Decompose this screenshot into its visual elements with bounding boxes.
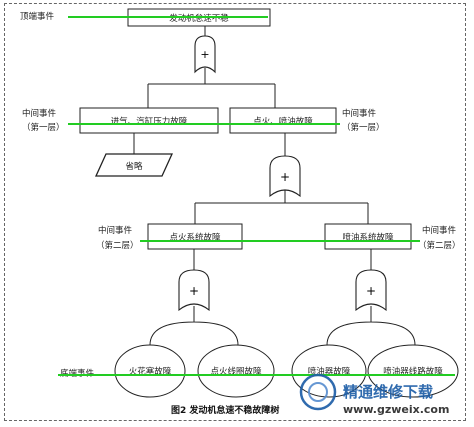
level2-left-box: [147, 223, 243, 250]
top-event-title: 发动机怠速不稳: [169, 13, 229, 24]
or-gate-3: +: [178, 269, 210, 312]
or-gate-4: +: [355, 269, 387, 312]
figure-caption: 图2 发动机怠速不稳故障树: [171, 404, 279, 416]
or-gate-2: +: [269, 155, 301, 198]
watermark-url: www.gzweix.com: [343, 403, 449, 416]
bottom-event-1: [114, 344, 186, 398]
level1-left-label-line2: （第一层）: [22, 122, 65, 133]
omitted-branch-box: [94, 153, 174, 177]
level1-right-box: [229, 107, 337, 134]
watermark-logo-icon: [299, 373, 337, 411]
level2-left-label-line2: （第二层）: [96, 240, 139, 251]
bottom-event-4: [367, 344, 459, 398]
gate-1-symbol: +: [200, 48, 209, 61]
level1-right-label-line2: （第一层）: [342, 122, 385, 133]
gate-2-symbol: +: [280, 170, 290, 184]
bottom-events-side-label: 底端事件: [60, 368, 95, 379]
top-event-side-label: 顶端事件: [20, 11, 55, 22]
level2-right-box-text: 喷油系统故障: [342, 232, 394, 243]
or-gate-1: +: [194, 35, 216, 74]
bottom-event-3-text: 喷油器故障: [308, 366, 351, 377]
level2-right-box: [324, 223, 412, 250]
level2-left-box-text: 点火系统故障: [169, 232, 221, 243]
level1-left-box: [79, 107, 219, 134]
level1-left-box-text: 进气、汽缸压力故障: [111, 116, 188, 127]
watermark: 精通维修下载 www.gzweix.com: [299, 373, 449, 416]
level2-right-label-line1: 中间事件: [422, 225, 457, 236]
level2-right-label-line2: （第二层）: [418, 240, 461, 251]
bottom-event-1-text: 火花塞故障: [129, 366, 172, 377]
bottom-event-2-text: 点火线圈故障: [210, 366, 262, 377]
level2-left-label-line1: 中间事件: [98, 225, 133, 236]
level1-left-label-line1: 中间事件: [22, 108, 57, 119]
bottom-event-3: [291, 344, 367, 398]
bottom-event-2: [197, 344, 275, 398]
bottom-event-4-text: 喷油器线路故障: [383, 366, 443, 377]
gate-4-symbol: +: [366, 284, 376, 298]
level1-right-label-line1: 中间事件: [342, 108, 377, 119]
watermark-site-name: 精通维修下载: [343, 383, 433, 401]
level1-right-box-text: 点火、喷油故障: [253, 116, 313, 127]
gate-3-symbol: +: [189, 284, 199, 298]
omitted-branch-text: 省略: [125, 161, 143, 172]
